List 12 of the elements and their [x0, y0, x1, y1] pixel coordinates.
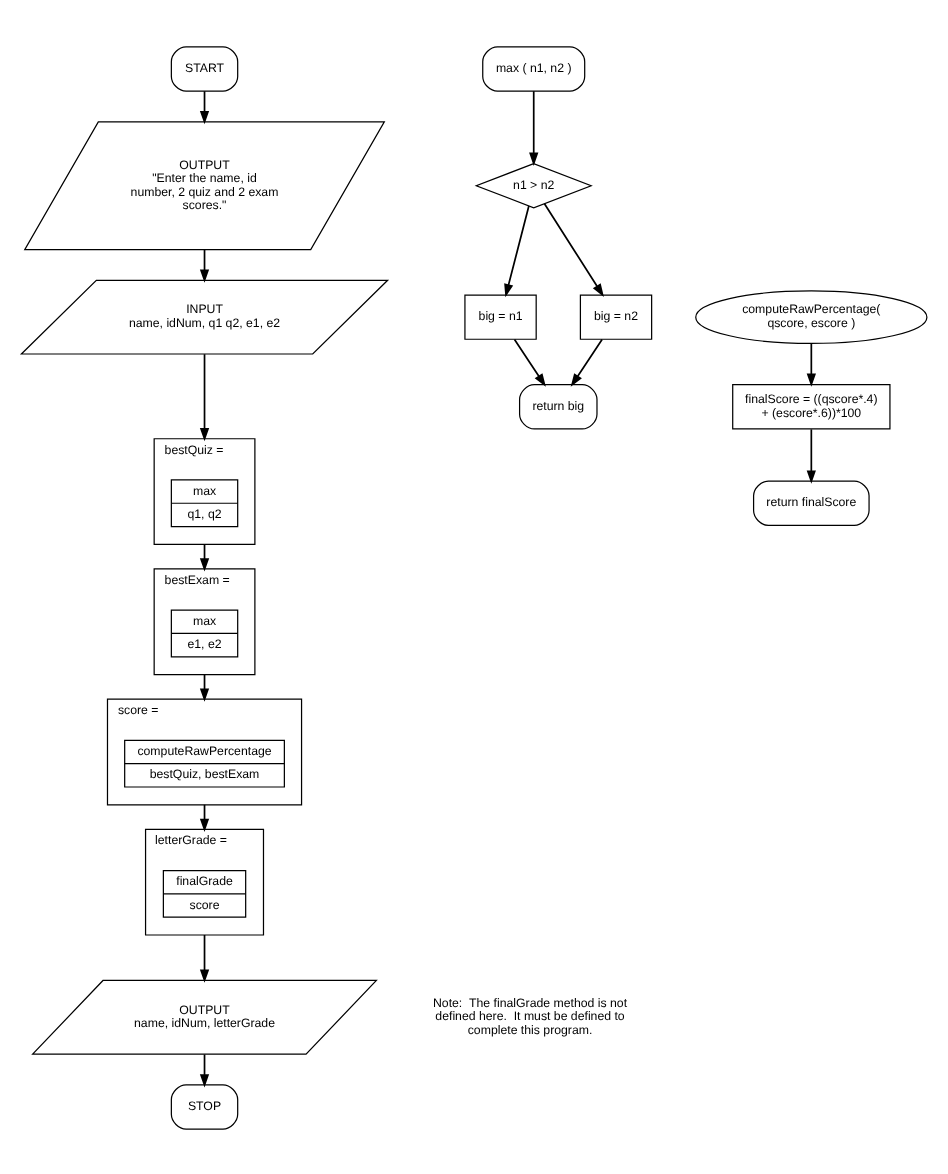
- arrow: [570, 337, 603, 386]
- arrow: [199, 352, 210, 441]
- arrow: [199, 89, 210, 124]
- arrow: [199, 1052, 210, 1087]
- arrow: [806, 341, 816, 386]
- arrow: [806, 427, 816, 483]
- arrow: [529, 89, 539, 165]
- arrow: [543, 201, 604, 296]
- arrow: [199, 248, 210, 282]
- arrow: [199, 933, 210, 982]
- arrow: [513, 337, 546, 386]
- arrow: [504, 204, 530, 297]
